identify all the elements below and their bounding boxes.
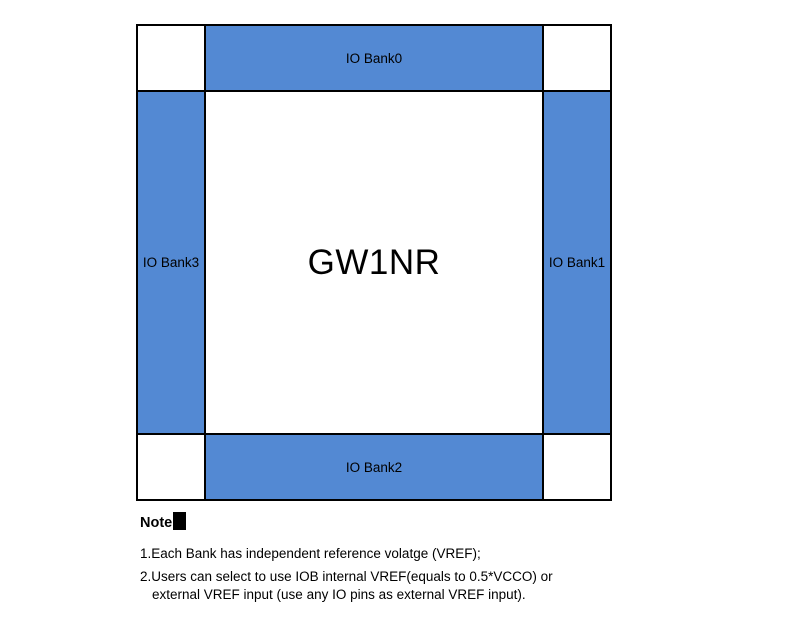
corner-bottom-right <box>544 435 610 499</box>
corner-bottom-left <box>138 435 204 499</box>
io-bank3-label: IO Bank3 <box>142 255 200 270</box>
io-bank1-label: IO Bank1 <box>548 255 606 270</box>
io-bank2-region: IO Bank2 <box>206 435 542 499</box>
io-bank2-label: IO Bank2 <box>345 459 403 475</box>
gw1nr-package-diagram: IO Bank0 IO Bank3 GW1NR IO Bank1 IO Bank… <box>136 24 612 501</box>
io-bank3-region: IO Bank3 <box>138 92 204 433</box>
black-square-marker <box>173 512 187 530</box>
note-item-2: 2.Users can select to use IOB internal V… <box>140 569 553 584</box>
note-item-1: 1.Each Bank has independent reference vo… <box>140 546 481 561</box>
chip-core: GW1NR <box>206 92 542 433</box>
corner-top-right <box>544 26 610 90</box>
note-title-row: Note <box>140 512 620 532</box>
io-bank0-region: IO Bank0 <box>206 26 542 90</box>
note-title: Note <box>140 515 173 531</box>
corner-top-left <box>138 26 204 90</box>
chip-name-label: GW1NR <box>307 242 441 282</box>
io-bank1-region: IO Bank1 <box>544 92 610 433</box>
io-bank0-label: IO Bank0 <box>345 50 403 66</box>
note-section: Note 1.Each Bank has independent referen… <box>140 512 620 604</box>
note-item-2-continued: external VREF input (use any IO pins as … <box>152 587 526 602</box>
